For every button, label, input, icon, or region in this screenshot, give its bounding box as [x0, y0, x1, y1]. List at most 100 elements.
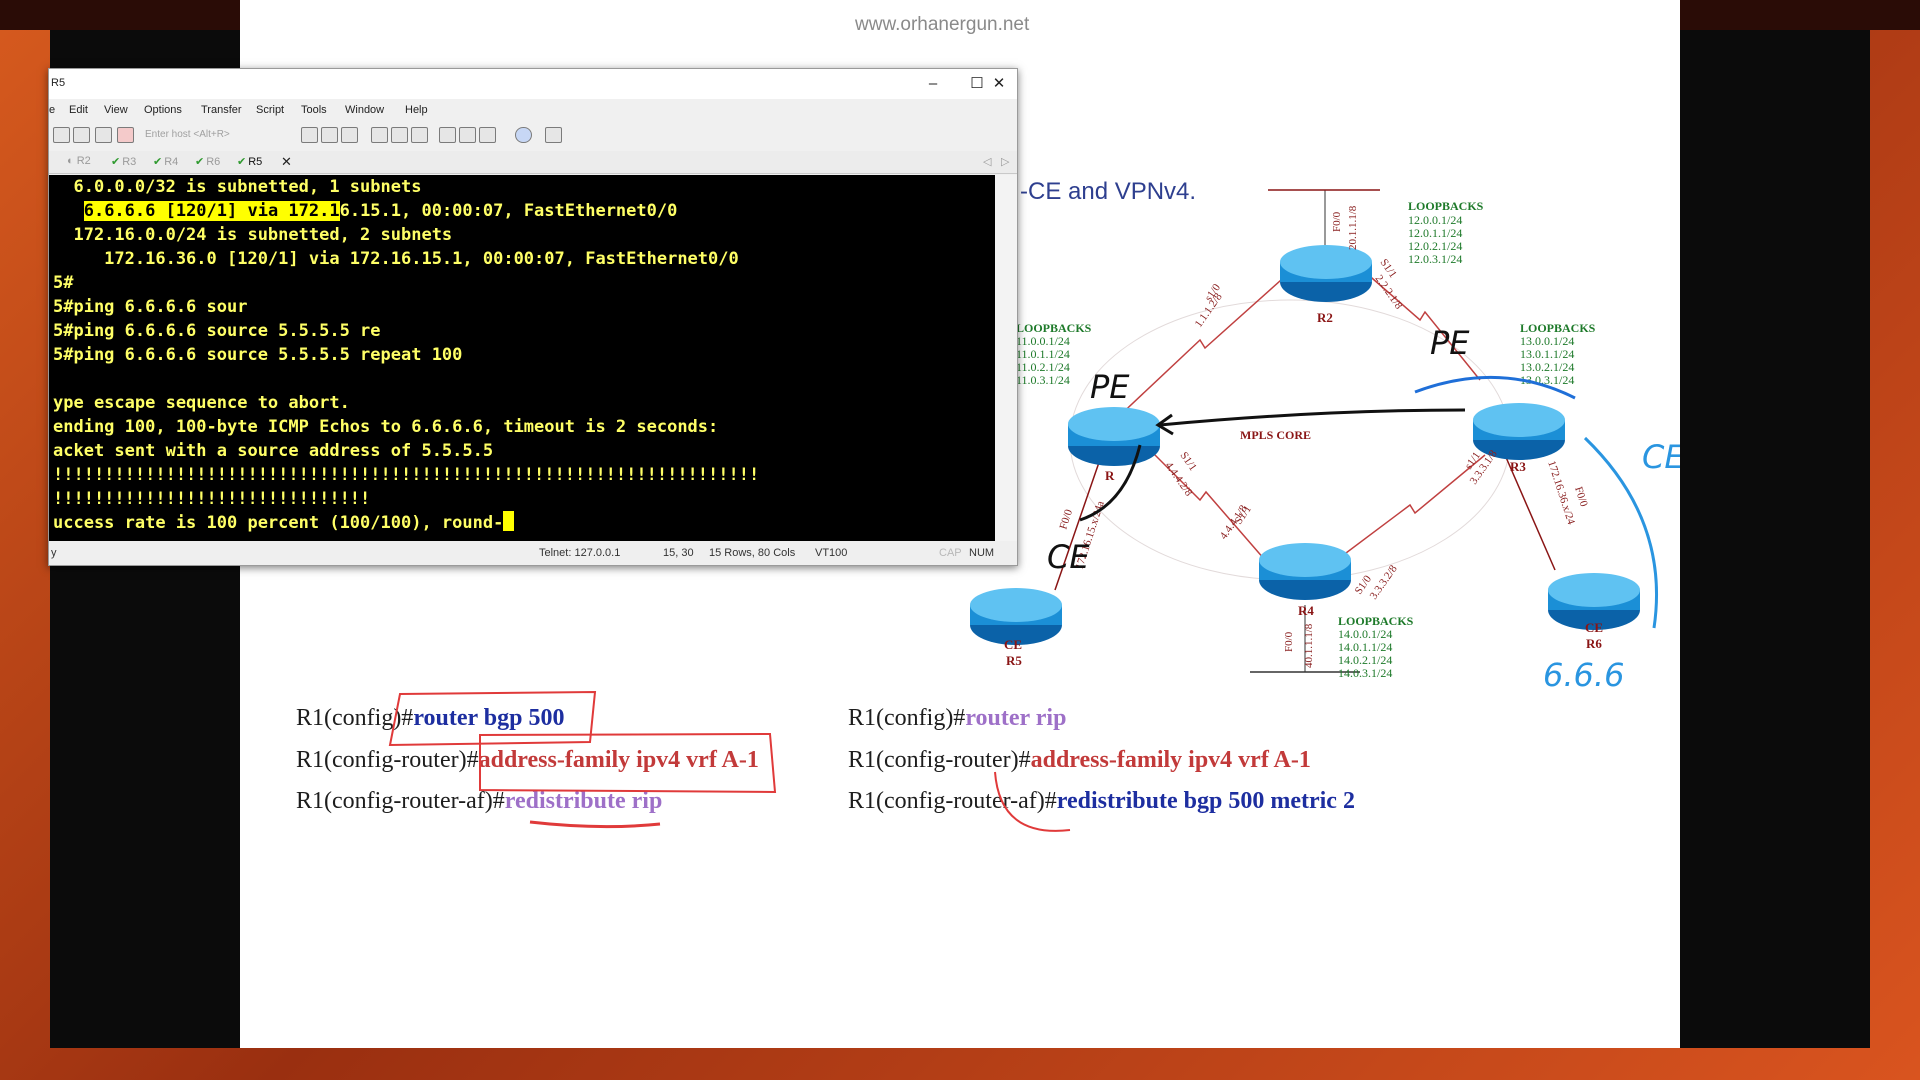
check-icon: ✔ [195, 156, 205, 168]
label-r3r6-ip: 172.16.36.x/24 [1545, 459, 1577, 526]
svg-text:11.0.0.1/24: 11.0.0.1/24 [1016, 334, 1070, 348]
svg-text:14.0.3.1/24: 14.0.3.1/24 [1338, 666, 1392, 680]
terminal-line: 172.16.36.0 [120/1] via 172.16.15.1, 00:… [53, 249, 739, 269]
config-command: router rip [965, 705, 1067, 731]
router-r4-label: R4 [1298, 603, 1314, 618]
help-icon[interactable] [515, 127, 532, 143]
terminal-line: !!!!!!!!!!!!!!!!!!!!!!!!!!!!!!! [53, 489, 371, 509]
window-titlebar[interactable]: R5 – ☐ [49, 69, 1017, 99]
menu-options[interactable]: Options [144, 104, 182, 116]
label-r1r4-if: S1/1 [1178, 450, 1199, 473]
router-r5-label: R5 [1006, 653, 1022, 668]
status-caps: CAP [939, 547, 962, 559]
menu-tools[interactable]: Tools [301, 104, 327, 116]
paste-icon[interactable] [321, 127, 338, 143]
menu-window[interactable]: Window [345, 104, 385, 116]
host-input[interactable]: Enter host <Alt+R> [145, 129, 230, 140]
settings-icon[interactable] [459, 127, 476, 143]
copy-icon[interactable] [301, 127, 318, 143]
label-r4-f0: F0/0 [1283, 631, 1295, 652]
terminal-output[interactable]: 6.0.0.0/32 is subnetted, 1 subnets 6.6.6… [49, 175, 995, 541]
terminal-line: !!!!!!!!!!!!!!!!!!!!!!!!!!!!!!!!!!!!!!!!… [53, 465, 760, 485]
window-title: R5 [51, 77, 66, 89]
close-button[interactable]: ✕ [992, 75, 1006, 92]
r1-loopbacks: LOOPBACKS 11.0.0.1/24 11.0.1.1/24 11.0.2… [1016, 321, 1092, 387]
tab-r4[interactable]: ✔R4 [153, 155, 178, 168]
find-icon[interactable] [341, 127, 358, 143]
router-r5 [970, 588, 1062, 645]
tab-scroll-right-icon[interactable]: ▷ [1001, 156, 1010, 168]
annotation-pe-r1: PE [1090, 368, 1130, 406]
svg-text:11.0.2.1/24: 11.0.2.1/24 [1016, 360, 1070, 374]
status-terminal-size: 15 Rows, 80 Cols [709, 547, 796, 559]
annotation-box-af [479, 732, 777, 794]
annotation-blue-arrow [1583, 436, 1658, 629]
status-session: Telnet: 127.0.0.1 [539, 547, 621, 559]
check-icon: ✔ [111, 156, 121, 168]
menu-help[interactable]: Help [405, 104, 428, 116]
terminal-line: 5# [53, 273, 74, 293]
menu-transfer[interactable]: Transfer [201, 104, 242, 116]
terminal-window: R5 – ☐ ✕ e Edit View Options Transfer Sc… [48, 68, 1018, 566]
link-r1-r4 [1139, 439, 1266, 561]
minimize-button[interactable]: – [928, 75, 938, 92]
tab-r6[interactable]: ✔R6 [195, 155, 220, 168]
tab-r3[interactable]: ✔R3 [111, 155, 136, 168]
tab-label: R4 [164, 156, 179, 168]
config-right-line-1: R1(config)#router rip [848, 705, 1066, 732]
tab-r2[interactable]: ◐ R2 [67, 155, 91, 167]
terminal-cursor [503, 511, 515, 531]
menu-script[interactable]: Script [256, 104, 285, 116]
mpls-core-label: MPLS CORE [1240, 428, 1311, 442]
session-tabs: ◐ R2 ✔R3 ✔R4 ✔R6 ✔R5 ✕ ◁ ▷ [49, 151, 1017, 174]
menu-edit[interactable]: Edit [69, 104, 88, 116]
config-command: redistribute bgp 500 metric 2 [1056, 788, 1355, 814]
tab-label: R2 [76, 155, 91, 167]
terminal-scrollbar[interactable] [995, 175, 1017, 541]
config-prompt: R1(config)# [848, 705, 966, 731]
terminal-line: ype escape sequence to abort. [53, 393, 350, 413]
svg-text:12.0.2.1/24: 12.0.2.1/24 [1408, 239, 1462, 253]
terminal-line: 5#ping 6.6.6.6 source 5.5.5.5 repeat 100 [53, 345, 463, 365]
config-command: router bgp 500 [413, 705, 565, 731]
terminal-line: 6.6.6.6 [120/1] via 172.16.15.1, 00:00:0… [53, 199, 677, 223]
toolbar-extra-icon[interactable] [545, 127, 562, 143]
svg-text:14.0.2.1/24: 14.0.2.1/24 [1338, 653, 1392, 667]
config-command: address-family ipv4 vrf A-1 [478, 747, 759, 773]
config-prompt: R1(config-router)# [296, 747, 479, 773]
config-prompt: R1(config-router-af)# [848, 788, 1057, 814]
terminal-line: 5#ping 6.6.6.6 source 5.5.5.5 re [53, 321, 381, 341]
annotation-arrow-core [1159, 408, 1466, 427]
tab-r5[interactable]: ✔R5 [237, 155, 262, 168]
svg-text:LOOPBACKS: LOOPBACKS [1408, 199, 1484, 213]
connect-tab-icon[interactable] [95, 127, 112, 143]
tab-scroll-left-icon[interactable]: ◁ [983, 156, 992, 168]
tab-close-icon[interactable]: ✕ [281, 154, 292, 169]
log-icon[interactable] [411, 127, 428, 143]
r2-loopbacks: LOOPBACKS 12.0.0.1/24 12.0.1.1/24 12.0.2… [1408, 199, 1484, 266]
terminal-line: uccess rate is 100 percent (100/100), ro… [53, 511, 515, 535]
annotation-box-bgp [388, 690, 597, 747]
sftp-icon[interactable] [439, 127, 456, 143]
print-icon[interactable] [371, 127, 388, 143]
label-r4-f0-ip: 40.1.1.1/8 [1303, 623, 1315, 668]
annotation-blue-arc [1414, 375, 1576, 400]
connect-icon[interactable] [53, 127, 70, 143]
router-r2 [1280, 245, 1372, 302]
status-bar: y Telnet: 127.0.0.1 15, 30 15 Rows, 80 C… [49, 541, 1017, 565]
config-prompt: R1(config-router-af)# [296, 788, 505, 814]
terminal-last-line: uccess rate is 100 percent (100/100), ro… [53, 513, 504, 533]
svg-text:LOOPBACKS: LOOPBACKS [1520, 321, 1596, 335]
router-r6-tag: CE [1585, 620, 1603, 635]
print-setup-icon[interactable] [391, 127, 408, 143]
svg-text:13.0.2.1/24: 13.0.2.1/24 [1520, 360, 1574, 374]
disconnect-icon[interactable] [117, 127, 134, 143]
keymap-icon[interactable] [479, 127, 496, 143]
quick-connect-icon[interactable] [73, 127, 90, 143]
annotation-ce-r6: CE [1642, 438, 1680, 476]
maximize-button[interactable]: ☐ [970, 75, 984, 92]
menu-view[interactable]: View [104, 104, 128, 116]
terminal-selection: 6.6.6.6 [120/1] via 172.1 [83, 201, 340, 221]
menu-file[interactable]: e [49, 104, 56, 116]
svg-text:LOOPBACKS: LOOPBACKS [1016, 321, 1092, 335]
